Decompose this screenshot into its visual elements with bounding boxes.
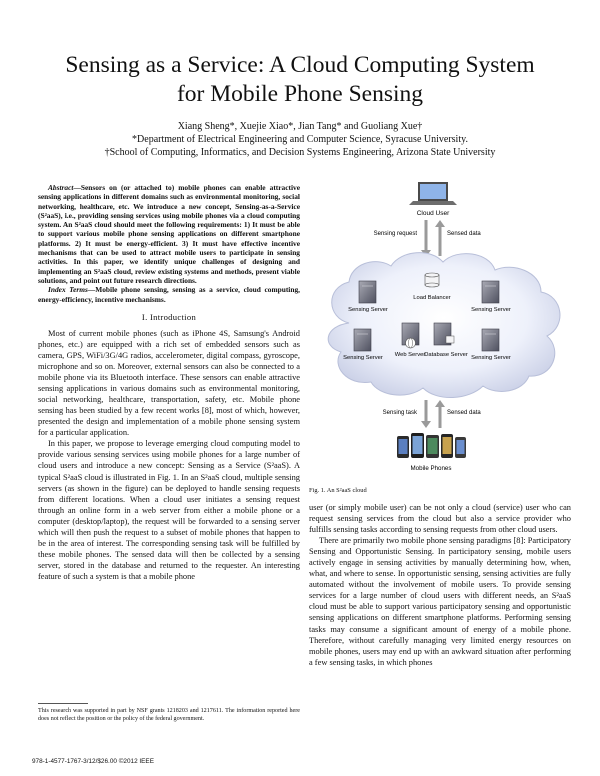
database-server-text: Database Server [424, 352, 468, 358]
cloud-user-label: Cloud User [417, 210, 450, 217]
right-paragraph-1: user (or simply mobile user) can be not … [309, 503, 571, 535]
sensing-server-bl-text: Sensing Server [343, 355, 383, 361]
index-terms: Index Terms—Mobile phone sensing, sensin… [38, 285, 300, 304]
sensing-request-label: Sensing request [374, 231, 418, 237]
arrow-down-request [421, 220, 431, 257]
mobile-phones-label: Mobile Phones [411, 465, 452, 472]
figure-caption: Fig. 1. An S²aaS cloud [309, 487, 367, 494]
server-icon-top-left [358, 280, 377, 304]
sensing-server-tl-text: Sensing Server [348, 307, 388, 313]
arrow-up-sensed-data [435, 400, 445, 428]
title-line-1: Sensing as a Service: A Cloud Computing … [65, 52, 535, 78]
web-server-text: Web Server [395, 352, 426, 358]
abstract: Abstract—Sensors on (or attached to) mob… [38, 183, 300, 285]
database-server-icon [433, 322, 455, 346]
database-icon-load-balancer [424, 272, 440, 288]
index-terms-label: Index Terms [48, 285, 88, 295]
web-server-label: Web Server [395, 352, 426, 358]
sensing-server-br-text: Sensing Server [471, 355, 511, 361]
load-balancer-label: Load Balancer [413, 295, 450, 301]
load-balancer-text: Load Balancer [413, 295, 450, 301]
arrow-down-task [421, 400, 431, 428]
abstract-label: Abstract [48, 183, 74, 192]
intro-paragraph-1: Most of current mobile phones (such as i… [38, 328, 300, 438]
sensing-server-bl-label: Sensing Server [343, 355, 383, 361]
author-names: Xiang Sheng*, Xuejie Xiao*, Jian Tang* a… [177, 121, 423, 132]
left-column: Abstract—Sensors on (or attached to) mob… [38, 183, 300, 582]
server-icon-top-right [481, 280, 500, 304]
arrow-up-data [435, 220, 445, 256]
index-terms-text: —Mobile phone sensing, sensing as a serv… [38, 285, 300, 304]
sensing-server-br-label: Sensing Server [471, 355, 511, 361]
sensing-server-tr-text: Sensing Server [471, 307, 511, 313]
laptop-icon [409, 182, 457, 205]
mobile-phones-icon [397, 433, 466, 458]
sensing-server-tr-label: Sensing Server [471, 307, 511, 313]
title-line-2: for Mobile Phone Sensing [176, 81, 424, 107]
footnote-rule [38, 703, 88, 704]
right-column: user (or simply mobile user) can be not … [309, 502, 571, 668]
footnote: This research was supported in part by N… [38, 708, 300, 722]
affiliation-1: *Department of Electrical Engineering an… [132, 134, 468, 145]
sensed-data-bottom-label: Sensed data [447, 410, 481, 416]
server-icon-bottom-left [353, 328, 372, 352]
author-block: Xiang Sheng*, Xuejie Xiao*, Jian Tang* a… [20, 120, 580, 159]
right-paragraph-2: There are primarily two mobile phone sen… [309, 536, 571, 667]
sensing-server-tl-label: Sensing Server [348, 307, 388, 313]
database-server-label: Database Server [424, 352, 468, 358]
sensed-data-top-label: Sensed data [447, 231, 481, 237]
affiliation-2: †School of Computing, Informatics, and D… [104, 147, 496, 158]
intro-paragraph-2: In this paper, we propose to leverage em… [38, 439, 300, 581]
paper-title: Sensing as a Service: A Cloud Computing … [20, 51, 580, 109]
server-icon-bottom-right [481, 328, 500, 352]
abstract-text: —Sensors on (or attached to) mobile phon… [38, 183, 300, 285]
sensing-task-label: Sensing task [383, 410, 418, 416]
section-heading: I. Introduction [141, 311, 197, 322]
isbn-line: 978-1-4577-1767-3/12/$26.00 ©2012 IEEE [32, 758, 154, 765]
figure-1-diagram: Cloud User Sensing request Sensed data S… [327, 182, 561, 472]
web-server-icon [401, 322, 420, 349]
